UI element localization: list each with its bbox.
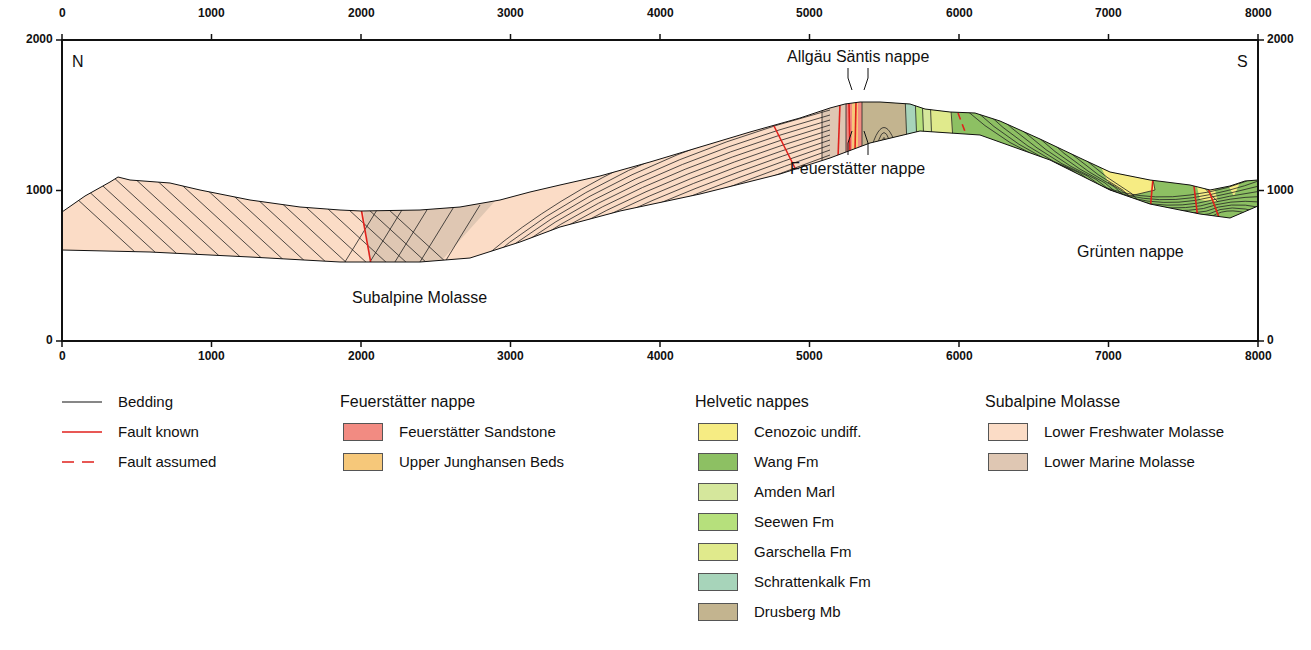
axis-number: 0 xyxy=(46,334,53,348)
axis-number: 8000 xyxy=(1245,350,1272,364)
axis-number: 1000 xyxy=(198,7,225,21)
legend-text: Cenozoic undiff. xyxy=(754,423,861,440)
legend-text: Wang Fm xyxy=(754,453,818,470)
axis-number: 7000 xyxy=(1095,350,1122,364)
legend-swatch xyxy=(698,513,738,531)
legend-swatch xyxy=(698,543,738,561)
legend-text: Seewen Fm xyxy=(754,513,834,530)
axis-number: 3000 xyxy=(497,7,524,21)
axis-number: 5000 xyxy=(796,350,823,364)
legend-swatch xyxy=(698,423,738,441)
unit-label: Subalpine Molasse xyxy=(352,289,487,307)
axis-number: 6000 xyxy=(946,7,973,21)
axis-number: 0 xyxy=(59,350,66,364)
axis-number: 6000 xyxy=(946,350,973,364)
axis-number: 2000 xyxy=(348,350,375,364)
axis-number: 0 xyxy=(1267,334,1274,348)
legend-heading: Feuerstätter nappe xyxy=(340,393,475,411)
legend-text: Bedding xyxy=(118,393,173,410)
legend-swatch xyxy=(988,423,1028,441)
legend-text: Garschella Fm xyxy=(754,543,852,560)
axis-number: 7000 xyxy=(1095,7,1122,21)
legend-swatch xyxy=(343,423,383,441)
legend-text: Drusberg Mb xyxy=(754,603,841,620)
direction-label: N xyxy=(72,53,84,71)
legend-text: Schrattenkalk Fm xyxy=(754,573,871,590)
legend-text: Fault assumed xyxy=(118,453,216,470)
unit-label: Feuerstätter nappe xyxy=(790,160,925,178)
legend-heading: Subalpine Molasse xyxy=(985,393,1120,411)
legend-text: Lower Marine Molasse xyxy=(1044,453,1195,470)
legend-text: Upper Junghansen Beds xyxy=(399,453,564,470)
axis-number: 0 xyxy=(59,7,66,21)
axis-number: 4000 xyxy=(647,350,674,364)
axis-number: 2000 xyxy=(26,33,53,47)
unit-label: Allgäu Säntis nappe xyxy=(787,48,929,66)
axis-number: 2000 xyxy=(348,7,375,21)
axis-number: 8000 xyxy=(1245,7,1272,21)
axis-number: 1000 xyxy=(198,350,225,364)
axis-number: 4000 xyxy=(647,7,674,21)
axis-number: 5000 xyxy=(796,7,823,21)
legend-text: Amden Marl xyxy=(754,483,835,500)
direction-label: S xyxy=(1237,53,1248,71)
axis-number: 3000 xyxy=(497,350,524,364)
legend-text: Lower Freshwater Molasse xyxy=(1044,423,1224,440)
legend-heading: Helvetic nappes xyxy=(695,393,809,411)
legend-swatch xyxy=(698,453,738,471)
unit-label: Grünten nappe xyxy=(1077,243,1184,261)
legend-swatch xyxy=(988,453,1028,471)
axis-number: 1000 xyxy=(26,184,53,198)
legend-text: Feuerstätter Sandstone xyxy=(399,423,556,440)
legend-swatch xyxy=(698,603,738,621)
legend-swatch xyxy=(698,483,738,501)
legend-text: Fault known xyxy=(118,423,199,440)
axis-number: 1000 xyxy=(1267,184,1294,198)
legend-swatch xyxy=(343,453,383,471)
axis-number: 2000 xyxy=(1267,33,1294,47)
legend-swatch xyxy=(698,573,738,591)
